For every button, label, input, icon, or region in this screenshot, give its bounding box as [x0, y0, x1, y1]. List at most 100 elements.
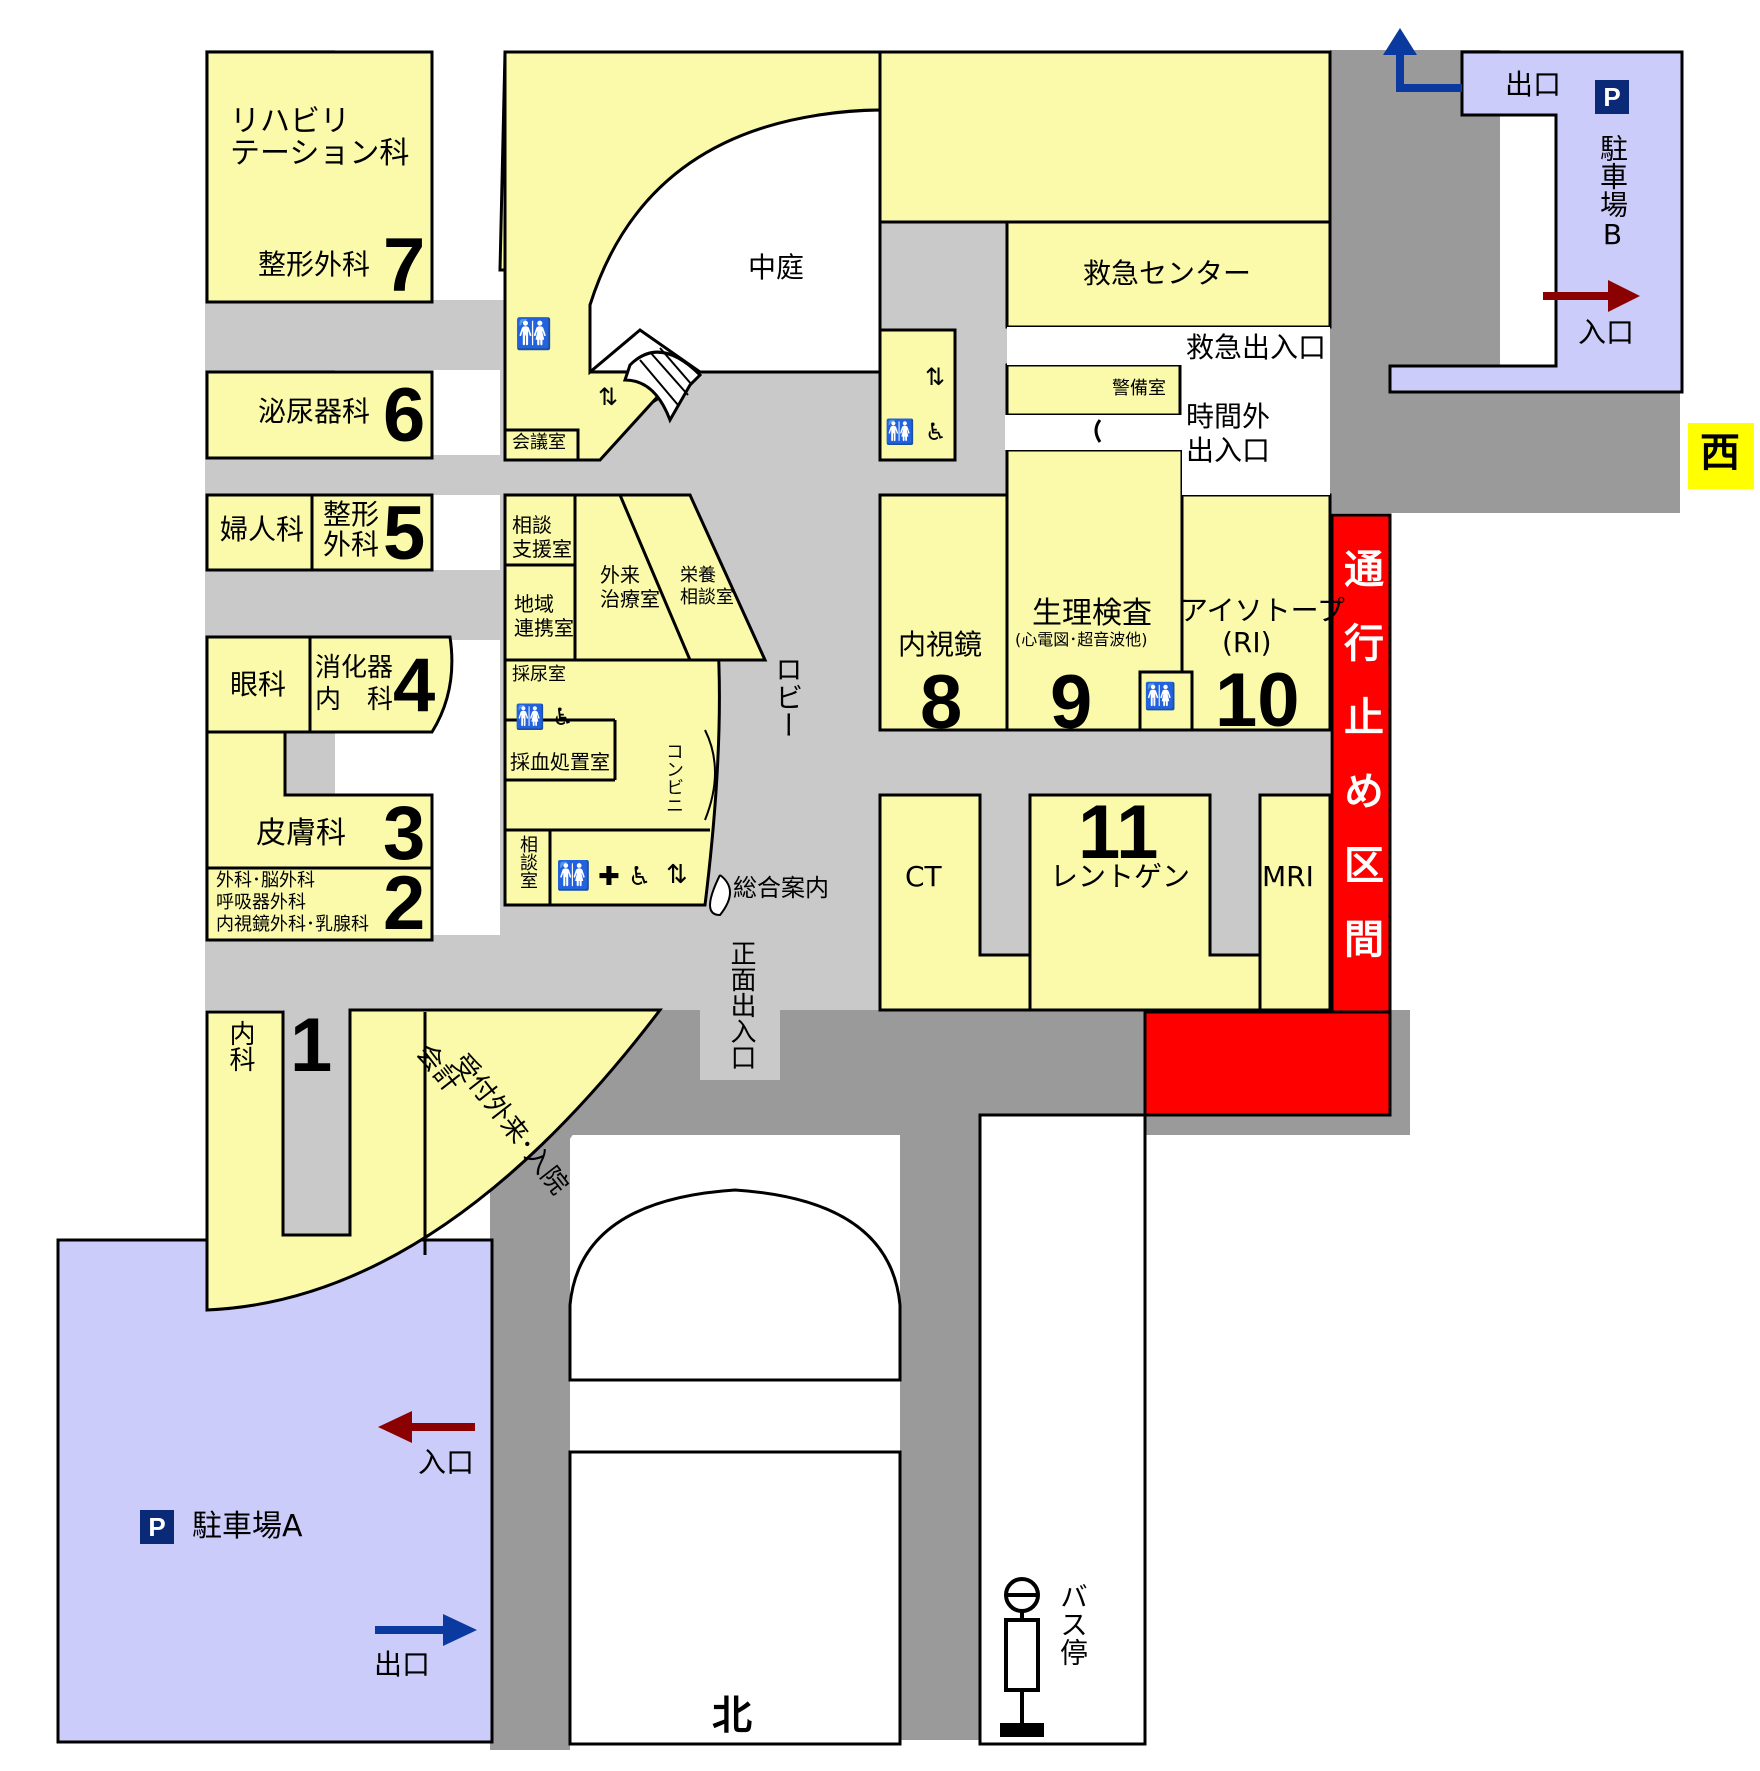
exit-label-a: 出口 [374, 1648, 431, 1681]
closed-section-label: 通行止め区間 [1337, 548, 1383, 992]
parking-b-label: 駐車場B [1596, 134, 1629, 251]
outpatient-2: 治療室 [600, 587, 660, 611]
dept-7-name-3: 整形外科 [258, 248, 371, 281]
north-arch-block [568, 1188, 902, 1382]
dept-4-name-b1: 消化器 [315, 653, 394, 683]
west-label: 西 [1700, 430, 1740, 476]
dept-5-name-b1: 整形 [323, 498, 380, 531]
dept-2-name-3: 内視鏡外科･乳腺科 [216, 914, 369, 935]
wheelchair-icon: ♿ [925, 418, 947, 446]
restroom-icon: 🚻 [1144, 682, 1177, 712]
er-entrance-label: 救急出入口 [1186, 331, 1327, 364]
restroom-icon: 🚻 [885, 418, 915, 446]
west-tag [1688, 423, 1754, 489]
north-block [568, 1450, 902, 1746]
parking-icon: P [1595, 80, 1629, 114]
dept-2-number: 2 [383, 861, 426, 946]
elevator-icon: ⇅ [666, 860, 688, 890]
dept-4-name-b2: 内 科 [315, 685, 394, 715]
room-6 [205, 370, 434, 460]
parking-a-label: 駐車場A [192, 1509, 303, 1544]
convenience-counter [704, 729, 716, 821]
imaging-block [878, 793, 1332, 1012]
dept-10-number: 10 [1215, 658, 1300, 743]
dept-10-name-2: (RI) [1222, 626, 1272, 659]
bus-stop-label: バス停 [1056, 1582, 1089, 1666]
wheelchair-icon: ♿ [628, 862, 652, 892]
north-label: 北 [712, 1693, 752, 1739]
parking-icon-a: P [140, 1510, 174, 1544]
dept-3-number: 3 [383, 791, 426, 876]
exit-arrow-b [1396, 55, 1462, 92]
dept-2-name-2: 呼吸器外科 [216, 892, 306, 913]
after-hours-label-2: 出入口 [1186, 434, 1271, 467]
exterior-blocks [568, 1113, 1147, 1746]
restroom-icon: 🚻 [515, 703, 545, 731]
after-hours-label-1: 時間外 [1186, 400, 1271, 433]
restroom-icon: 🚻 [556, 859, 591, 892]
dept-11-number: 11 [1078, 790, 1159, 875]
mri-label: MRI [1262, 860, 1314, 893]
convenience-label: コンビニ [663, 742, 684, 814]
room-5 [205, 493, 434, 572]
room-8 [878, 493, 1009, 732]
outpatient-1: 外来 [600, 563, 640, 587]
er-center [1005, 220, 1332, 329]
nutrition-2: 相談室 [680, 587, 734, 608]
closed-section [1143, 513, 1392, 1117]
dept-4-name-a: 眼科 [230, 668, 287, 701]
security-room [1005, 363, 1182, 417]
dept-9-name: 生理検査 [1032, 596, 1152, 631]
nutrition-1: 栄養 [680, 565, 716, 586]
phone-icon-shape [1094, 419, 1102, 443]
dept-3-name: 皮膚科 [256, 816, 346, 851]
exit-label-b: 出口 [1505, 68, 1562, 101]
room-1-accounting [205, 1008, 664, 1312]
info-desk-shape [709, 874, 731, 917]
rooms [205, 50, 1332, 1312]
dept-6-number: 6 [383, 373, 426, 458]
main-entrance-label: 正面出入口 [726, 940, 756, 1070]
entrance-label-b: 入口 [1578, 316, 1635, 349]
dept-1-number: 1 [290, 1003, 333, 1088]
elevator-icon: ⇅ [925, 363, 946, 391]
room-7 [205, 50, 434, 304]
dept-2-name-1: 外科･脳外科 [216, 870, 315, 891]
dept-7-name-2: テーション科 [230, 136, 410, 171]
dept-4-number: 4 [393, 643, 436, 728]
room-4 [205, 635, 454, 734]
room-3-2 [205, 730, 434, 942]
bus-stop-icon [1000, 1577, 1044, 1737]
dept-1-name: 内科 [225, 1020, 255, 1072]
community-1: 地域 [514, 592, 554, 616]
dept-7-number: 7 [383, 223, 426, 308]
wheelchair-icon: ♿ [552, 703, 574, 731]
courtyard-label: 中庭 [748, 251, 805, 284]
elevator-icon: ⇅ [598, 383, 619, 411]
after-hours-area-2 [1182, 365, 1330, 495]
dept-8-number: 8 [920, 660, 963, 745]
er-entrance-area [1007, 327, 1330, 365]
dept-10-name-1: アイソトープ [1180, 594, 1345, 627]
entrance-label-a: 入口 [418, 1446, 475, 1479]
courtyard [588, 108, 882, 376]
info-desk-label: 総合案内 [733, 874, 829, 902]
dept-11-name: レントゲン [1050, 860, 1191, 893]
restroom-icon: 🚻 [515, 317, 553, 352]
dept-8-name: 内視鏡 [898, 628, 983, 661]
security-room-label: 警備室 [1112, 378, 1166, 399]
dept-5-name-b2: 外科 [323, 528, 380, 561]
first-aid-icon: ✚ [598, 862, 620, 892]
arrows [375, 28, 1640, 1646]
elevator-block-right [878, 328, 957, 462]
dept-9-sub: (心電図･超音波他) [1015, 630, 1148, 649]
lobby-label: ロビー [771, 655, 804, 739]
blood-room-label: 採血処置室 [510, 750, 610, 774]
dept-5-name-a: 婦人科 [220, 513, 305, 546]
consult-support-1: 相談 [512, 513, 552, 537]
consult-support-2: 支援室 [512, 537, 572, 561]
consult-room-label: 相談室 [517, 835, 538, 889]
meeting-room-label: 会議室 [512, 432, 566, 453]
parking-lot-a [56, 1238, 494, 1744]
